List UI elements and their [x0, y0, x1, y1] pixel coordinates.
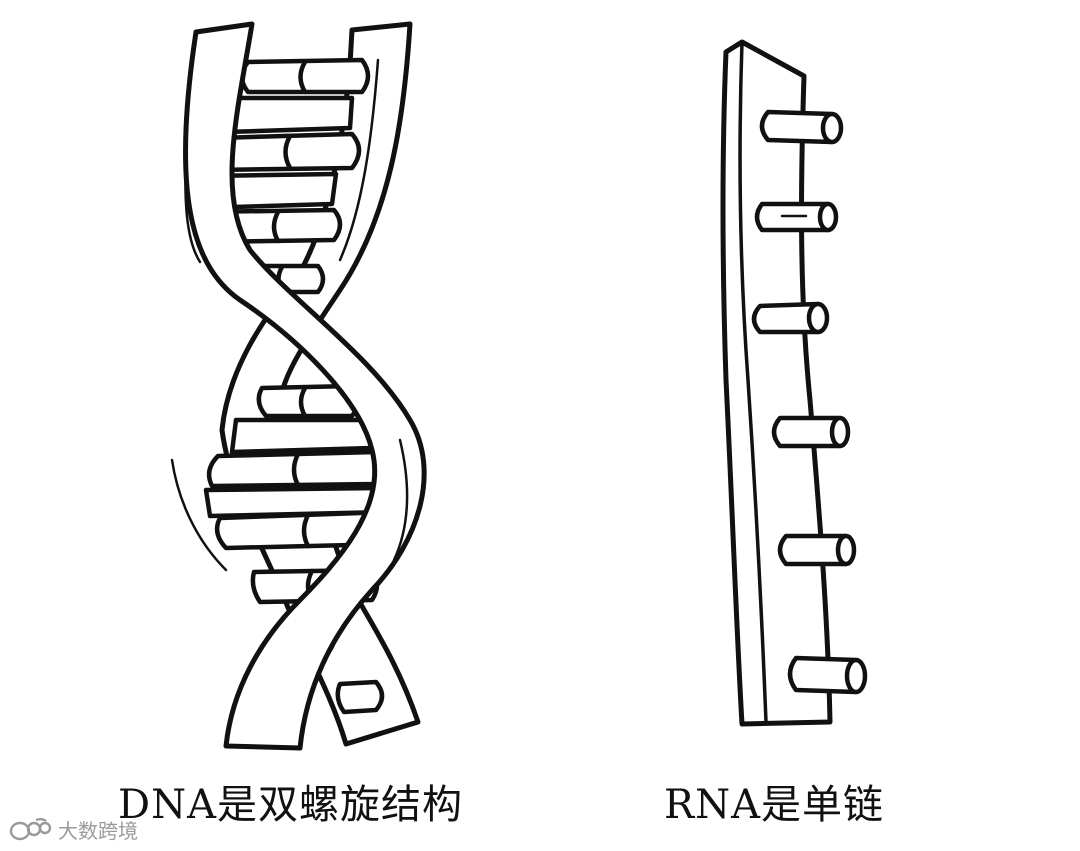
rna-caption: RNA是单链 [664, 772, 884, 830]
rna-base [780, 536, 854, 564]
rna-single-strand [723, 42, 865, 724]
dna-caption: DNA是双螺旋结构 [118, 772, 463, 830]
base-pair-rung [226, 98, 352, 132]
base-pair-rung [338, 682, 382, 712]
rna-base [774, 418, 848, 446]
base-pair-rung [232, 420, 372, 452]
weibo-logo-icon [8, 816, 52, 842]
dna-double-helix [172, 24, 424, 748]
watermark: 大数跨境 [8, 812, 138, 846]
watermark-text: 大数跨境 [58, 815, 138, 844]
rna-base [762, 112, 841, 142]
rna-base [790, 658, 865, 692]
rna-base [754, 304, 827, 332]
rna-base [757, 204, 836, 230]
